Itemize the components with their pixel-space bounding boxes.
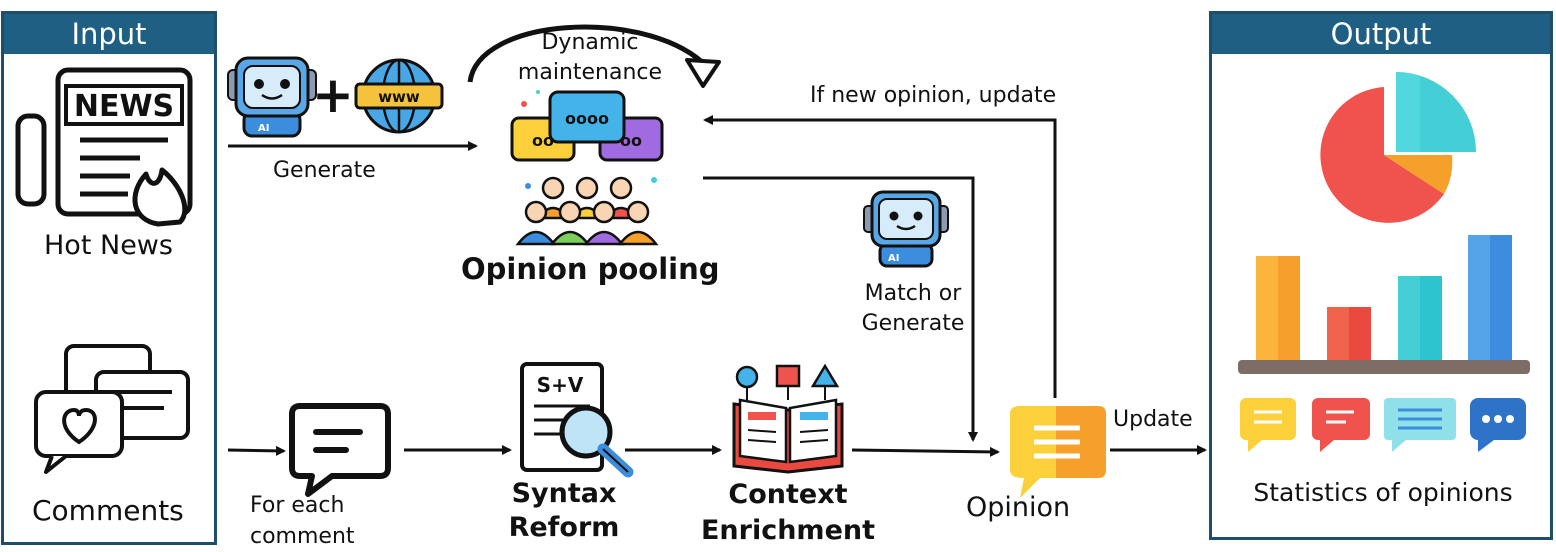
- dynamic-maintenance-label: Dynamic maintenance: [514, 28, 666, 88]
- opinion-pooling-icon: oo oo oooo: [510, 90, 664, 246]
- for-each-comment-line2: comment: [250, 524, 355, 549]
- globe-www-icon: www: [354, 58, 444, 134]
- arrow-opinion-to-pool: [703, 115, 1057, 398]
- dynamic-maintenance-line1: Dynamic: [541, 30, 639, 55]
- opinion-label: Opinion: [966, 492, 1071, 523]
- output-panel-title: Output: [1212, 14, 1550, 54]
- comments-label: Comments: [32, 494, 184, 527]
- svg-text:NEWS: NEWS: [74, 89, 174, 124]
- arrow-context-to-opinion: [851, 446, 1000, 457]
- syntax-reform-label: Syntax Reform: [496, 477, 632, 545]
- input-panel-title: Input: [4, 14, 214, 54]
- context-enrichment-line1: Context: [728, 479, 848, 510]
- ai-robot-icon: AI: [227, 56, 317, 138]
- single-comment-icon: [289, 403, 391, 497]
- arrow-comments-to-bubble: [227, 445, 286, 456]
- svg-text:oo: oo: [620, 131, 642, 150]
- statistics-chart-icon: [1238, 72, 1530, 452]
- svg-text:AI: AI: [888, 253, 899, 264]
- syntax-reform-line1: Syntax: [511, 478, 617, 509]
- statistics-label: Statistics of opinions: [1253, 478, 1513, 507]
- match-or-generate-line2: Generate: [861, 311, 965, 336]
- comments-icon: [34, 344, 190, 474]
- match-or-generate-label: Match or Generate: [852, 279, 974, 339]
- svg-text:www: www: [378, 88, 420, 106]
- ai-robot-match-icon: AI: [863, 190, 949, 268]
- context-book-icon: [732, 363, 844, 474]
- svg-text:oo: oo: [532, 131, 554, 150]
- context-enrichment-label: Context Enrichment: [692, 477, 884, 549]
- dynamic-maintenance-line2: maintenance: [517, 60, 663, 85]
- for-each-comment-line1: For each: [250, 493, 345, 518]
- dynamic-maintenance-arrow-icon: [467, 24, 721, 88]
- syntax-document-icon: S+V: [520, 362, 634, 478]
- arrow-pool-to-opinion: [703, 176, 978, 442]
- update-label: Update: [1113, 407, 1193, 432]
- svg-text:AI: AI: [258, 123, 269, 134]
- match-or-generate-line1: Match or: [864, 281, 962, 306]
- for-each-comment-label: For each comment: [250, 490, 355, 552]
- if-new-opinion-label: If new opinion, update: [810, 83, 1057, 108]
- opinion-bubble-icon: [1010, 406, 1106, 498]
- generate-label: Generate: [273, 158, 376, 183]
- plus-sign-icon: +: [312, 66, 354, 124]
- opinion-pooling-label: Opinion pooling: [461, 252, 720, 286]
- svg-text:oooo: oooo: [565, 109, 609, 128]
- svg-text:S+V: S+V: [537, 373, 584, 397]
- syntax-reform-line2: Reform: [508, 512, 620, 543]
- hot-news-label: Hot News: [44, 230, 173, 261]
- newspaper-icon: NEWS: [15, 67, 193, 227]
- context-enrichment-line2: Enrichment: [700, 515, 876, 546]
